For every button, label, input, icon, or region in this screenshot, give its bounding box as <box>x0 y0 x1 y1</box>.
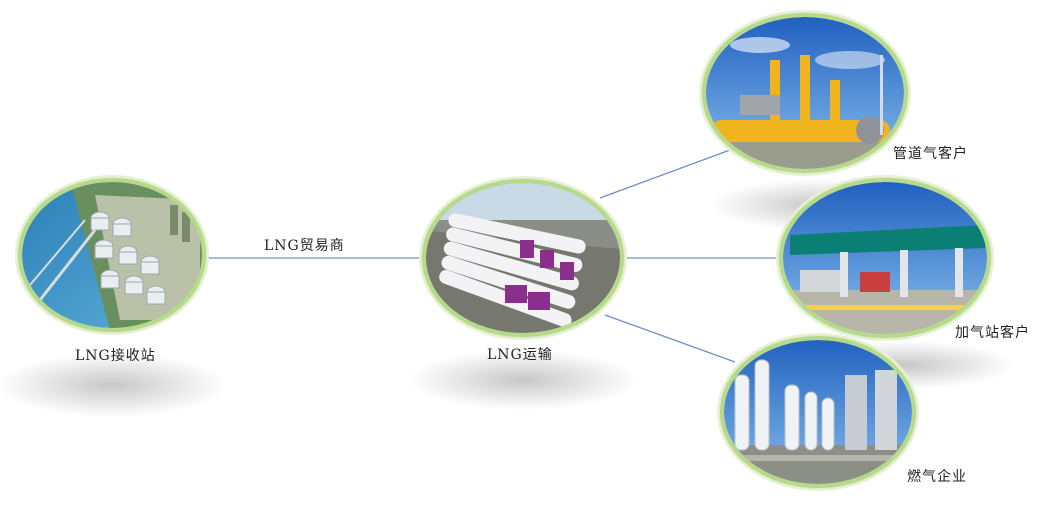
terminal-node <box>15 175 209 335</box>
edge-transport-pipeline <box>599 149 731 199</box>
gas-company-photo <box>724 340 912 484</box>
transport-node <box>419 176 627 340</box>
pipeline-label: 管道气客户 <box>893 146 968 162</box>
terminal-shadow <box>0 353 227 417</box>
station-label: 加气站客户 <box>955 325 1030 341</box>
transport-shadow <box>408 350 638 410</box>
pipeline-photo <box>706 17 904 169</box>
pipeline-node <box>699 10 911 176</box>
transport-label: LNG运输 <box>487 347 553 363</box>
gas-company-label: 燃气企业 <box>907 469 967 485</box>
station-node <box>776 175 994 341</box>
gas-company-node <box>717 333 919 491</box>
station-photo <box>783 182 987 334</box>
edge-transport-gas <box>604 314 736 363</box>
terminal-label: LNG接收站 <box>75 348 156 364</box>
terminal-photo <box>22 182 202 328</box>
trader-edge-label: LNG贸易商 <box>264 238 345 254</box>
